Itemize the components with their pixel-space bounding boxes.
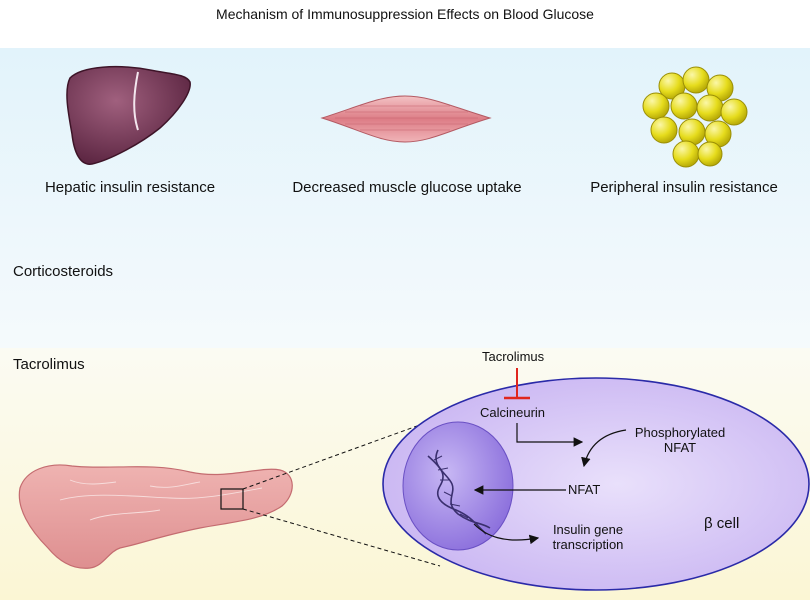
arrow-phospho-to-nfat xyxy=(581,429,627,468)
liver-label: Hepatic insulin resistance xyxy=(44,179,216,196)
insulin-gene-label: Insulin gene transcription xyxy=(545,522,631,552)
transcription-line: transcription xyxy=(552,537,624,552)
fat-label: Peripheral insulin resistance xyxy=(590,179,778,196)
diagram-title: Mechanism of Immunosuppression Effects o… xyxy=(216,6,594,22)
calcineurin-label: Calcineurin xyxy=(480,405,546,420)
phosphorylated-nfat-label: Phosphorylated NFAT xyxy=(628,425,732,455)
zoom-line-top xyxy=(242,421,429,490)
fat-cells-icon xyxy=(642,66,748,168)
zoom-line-bottom xyxy=(242,508,441,567)
corticosteroids-label: Corticosteroids xyxy=(13,263,114,280)
nfat-label: NFAT xyxy=(568,482,601,497)
pancreas-icon xyxy=(18,464,293,569)
beta-cell-label: β cell xyxy=(704,515,740,532)
dna-icon xyxy=(427,449,491,535)
nucleus xyxy=(402,421,514,551)
muscle-label: Decreased muscle glucose uptake xyxy=(292,179,522,196)
muscle-icon xyxy=(320,95,492,143)
liver-icon xyxy=(66,66,191,165)
arrow-calcineurin-to-phospho xyxy=(516,423,584,447)
zoom-box xyxy=(220,488,244,510)
insulin-gene-line: Insulin gene xyxy=(552,522,624,537)
arrow-dna-to-transcription xyxy=(473,523,540,545)
nfat-line: NFAT xyxy=(663,440,697,455)
phosphorylated-line: Phosphorylated xyxy=(634,425,726,440)
tacrolimus-row-label: Tacrolimus xyxy=(13,356,85,373)
tacrolimus-drug-label: Tacrolimus xyxy=(482,349,545,364)
